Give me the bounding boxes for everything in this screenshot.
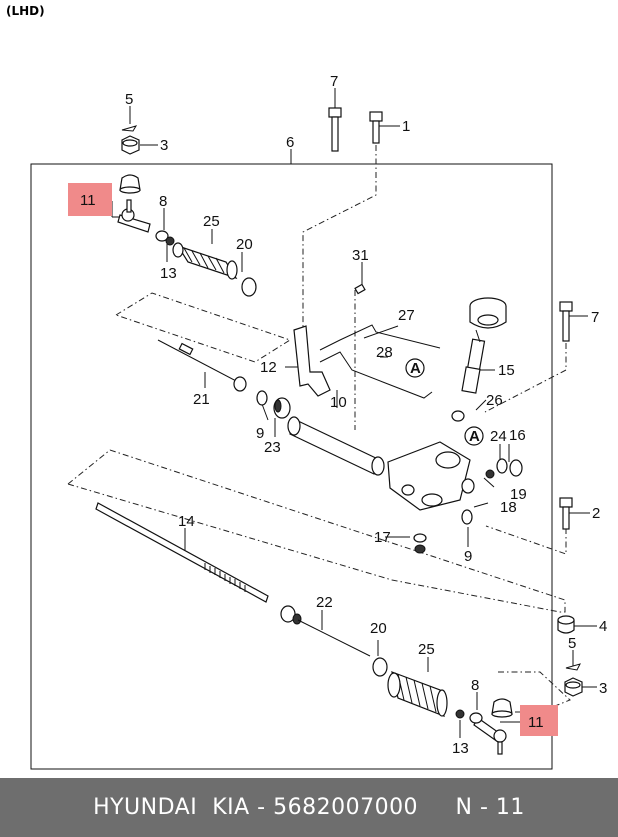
callout-16: 16 bbox=[509, 427, 526, 444]
callout-13-bottom: 13 bbox=[452, 740, 469, 757]
bolt-1 bbox=[369, 111, 383, 144]
callout-4: 4 bbox=[599, 618, 607, 635]
callout-11-bottom: 11 bbox=[528, 714, 544, 731]
pipe-28 bbox=[319, 351, 433, 399]
ring-18 bbox=[461, 478, 475, 494]
callout-8-bottom: 8 bbox=[471, 677, 479, 694]
callout-24: 24 bbox=[490, 428, 507, 445]
callout-15: 15 bbox=[498, 362, 515, 379]
callout-31: 31 bbox=[352, 247, 369, 264]
callout-11-top: 11 bbox=[80, 192, 96, 209]
callout-25-bottom: 25 bbox=[418, 641, 435, 658]
callout-17: 17 bbox=[374, 529, 391, 546]
callout-25-top: 25 bbox=[203, 213, 220, 230]
bolt-7-right bbox=[559, 301, 573, 342]
gear-housing-10 bbox=[287, 416, 385, 476]
seal-17b bbox=[414, 544, 426, 554]
bolt-31 bbox=[354, 283, 366, 295]
bolt-right-lower-dashed-guide bbox=[485, 525, 567, 555]
bushing-23 bbox=[273, 397, 291, 419]
callout-9-right: 9 bbox=[464, 548, 472, 565]
pipe-27 bbox=[319, 324, 441, 351]
callout-5-bottom: 5 bbox=[568, 635, 576, 652]
cotter-pin-5-top bbox=[121, 125, 138, 132]
gear-rack-14 bbox=[95, 502, 269, 603]
marker-a-1: A bbox=[410, 360, 421, 377]
seal-ring-9-lower bbox=[461, 509, 473, 525]
lock-nut-8-upper bbox=[155, 230, 169, 242]
variant-label: (LHD) bbox=[6, 4, 45, 18]
oil-seal-24 bbox=[496, 458, 508, 474]
pipe-connector-a1 bbox=[405, 358, 425, 378]
callout-23: 23 bbox=[264, 439, 281, 456]
lock-nut-8-lower bbox=[469, 712, 483, 724]
callout-19: 19 bbox=[510, 486, 527, 503]
bolt-right-dashed-guide bbox=[484, 343, 567, 413]
callout-9-left: 9 bbox=[256, 425, 264, 442]
castle-nut-3-bottom bbox=[564, 677, 583, 697]
bellows-boot-25-lower bbox=[387, 671, 448, 717]
callout-1: 1 bbox=[402, 118, 410, 135]
clip-13-lower bbox=[455, 709, 465, 719]
dust-cover bbox=[469, 297, 507, 329]
oil-seal-16 bbox=[509, 459, 523, 477]
part-number-footer: HYUNDAI KIA - 5682007000 N - 11 bbox=[0, 778, 618, 837]
callout-18: 18 bbox=[500, 499, 517, 516]
steering-gear-exploded-diagram: 1 2 3 3 4 5 5 6 7 7 8 8 9 9 10 11 11 12 … bbox=[30, 73, 607, 770]
callout-14: 14 bbox=[178, 513, 195, 530]
callout-3-top: 3 bbox=[160, 137, 168, 154]
bolt-7-top bbox=[328, 107, 342, 152]
tie-rod-upper-outline bbox=[114, 292, 292, 363]
tie-rod-end-11-lower bbox=[473, 698, 513, 755]
callout-28: 28 bbox=[376, 344, 393, 361]
valve-housing bbox=[387, 441, 471, 511]
callout-7-right: 7 bbox=[591, 309, 599, 326]
bolt-2 bbox=[559, 497, 573, 530]
callout-labels: 1 2 3 3 4 5 5 6 7 7 8 8 9 9 10 11 11 12 … bbox=[80, 73, 607, 757]
cotter-pin-5-bottom bbox=[565, 663, 581, 671]
callout-10: 10 bbox=[330, 394, 347, 411]
input-shaft-15 bbox=[461, 329, 486, 394]
callout-5-top: 5 bbox=[125, 91, 133, 108]
clip-13-upper bbox=[165, 236, 175, 246]
inner-tie-rod-21 bbox=[157, 339, 247, 392]
callout-20-bottom: 20 bbox=[370, 620, 387, 637]
callout-7-top: 7 bbox=[330, 73, 338, 90]
callout-26: 26 bbox=[486, 392, 503, 409]
o-ring-26 bbox=[451, 410, 465, 422]
callout-21: 21 bbox=[193, 391, 210, 408]
boot-clamp-20-lower bbox=[372, 657, 388, 677]
callout-3-bottom: 3 bbox=[599, 680, 607, 697]
mount-bushing-4 bbox=[557, 615, 575, 634]
ring-19 bbox=[485, 469, 495, 479]
inner-tie-rod-22 bbox=[280, 605, 371, 657]
highlight-part-11-lower bbox=[520, 705, 558, 736]
callout-6: 6 bbox=[286, 134, 294, 151]
marker-a-2: A bbox=[469, 428, 480, 445]
bellows-boot-25-upper bbox=[172, 242, 238, 280]
tie-rod-end-11-upper bbox=[117, 174, 151, 233]
bolt-upper-dashed-guide bbox=[302, 145, 377, 375]
callout-27: 27 bbox=[398, 307, 415, 324]
callout-13-top: 13 bbox=[160, 265, 177, 282]
callout-2: 2 bbox=[592, 505, 600, 522]
boot-clamp-20-upper bbox=[241, 277, 257, 297]
seal-17 bbox=[413, 533, 427, 543]
pipe-connector-a2 bbox=[464, 426, 484, 446]
mounting-bracket-12 bbox=[293, 325, 331, 397]
callout-20-top: 20 bbox=[236, 236, 253, 253]
callout-22: 22 bbox=[316, 594, 333, 611]
callout-12: 12 bbox=[260, 359, 277, 376]
rack-lower-outline bbox=[66, 449, 566, 613]
castle-nut-3-top bbox=[121, 135, 140, 155]
callout-8-top: 8 bbox=[159, 193, 167, 210]
seal-ring-9-upper bbox=[256, 390, 268, 406]
highlight-part-11-upper bbox=[68, 183, 112, 216]
